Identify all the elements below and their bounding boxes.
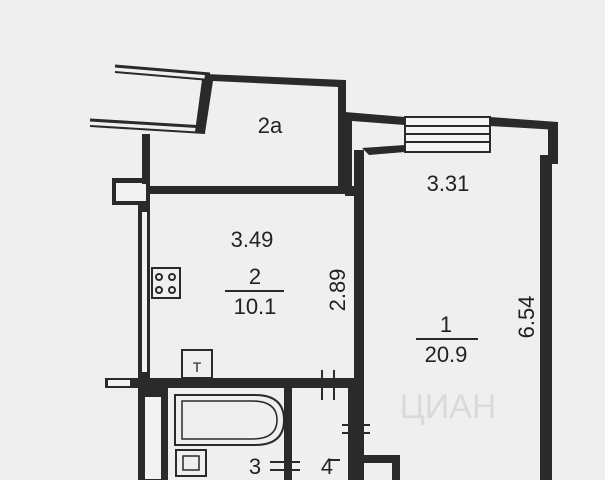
bathtub-icon [174,394,286,446]
living-area: 20.9 [425,342,468,367]
kitchen-depth: 2.89 [325,269,350,312]
stove-label: T [193,359,202,375]
wc-label: 4 [321,454,333,479]
stove-icon [151,267,181,299]
sink-fixture: T [181,349,213,379]
kitchen-number: 2 [249,264,261,289]
living-width: 3.31 [427,171,470,196]
window-living [404,116,491,153]
kitchen-width: 3.49 [231,227,274,252]
balcony-railing [89,64,211,134]
washbasin-icon [175,449,207,477]
bathroom-label: 3 [249,454,261,479]
door-marks [270,370,370,471]
loggia-label: 2a [258,113,283,138]
loggia-walls [195,74,346,190]
living-number: 1 [440,312,452,337]
kitchen-area: 10.1 [234,294,277,319]
watermark-text: ЦИАН [400,388,497,426]
living-depth: 6.54 [514,296,539,339]
